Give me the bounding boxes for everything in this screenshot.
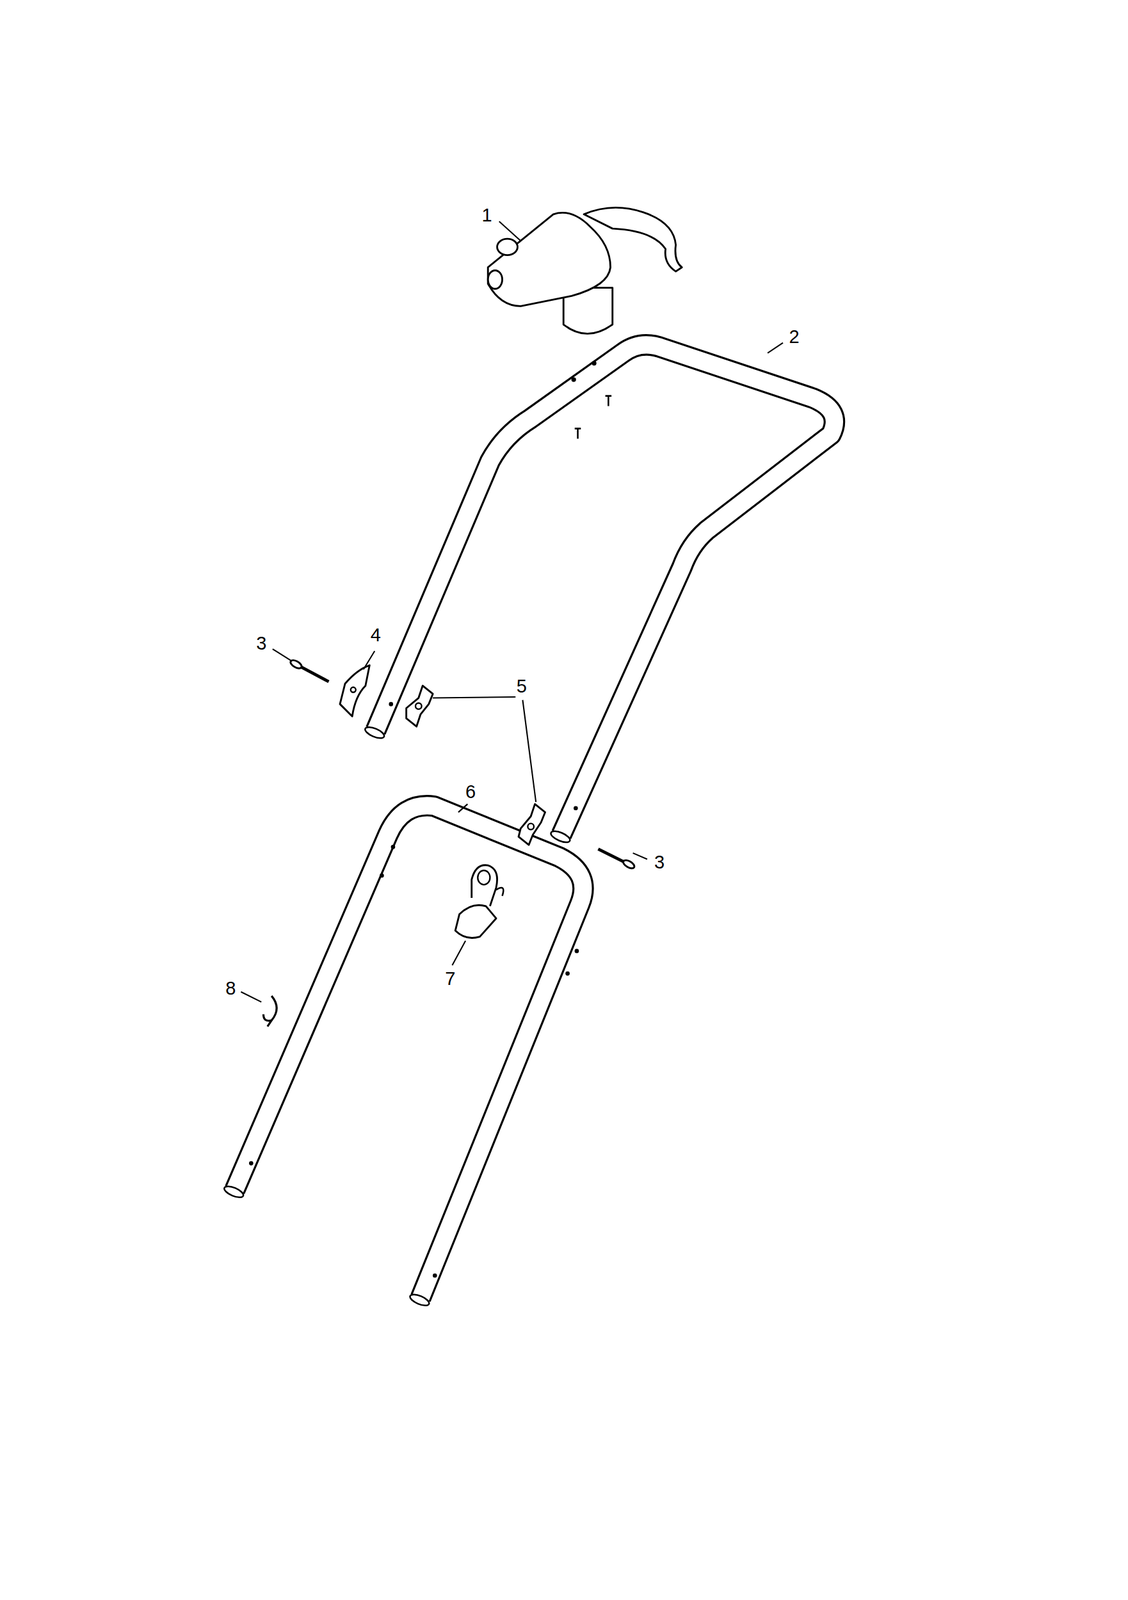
callout-number: 3 (654, 853, 665, 872)
callout-number: 7 (444, 969, 456, 989)
callout-number: 1 (482, 206, 493, 225)
callout-number: 2 (788, 327, 799, 347)
callout-number: 4 (370, 625, 381, 645)
callout-number: 8 (225, 978, 236, 998)
callout-number: 6 (465, 782, 476, 802)
callout-number: 5 (516, 676, 527, 696)
callout-number: 3 (256, 633, 267, 653)
